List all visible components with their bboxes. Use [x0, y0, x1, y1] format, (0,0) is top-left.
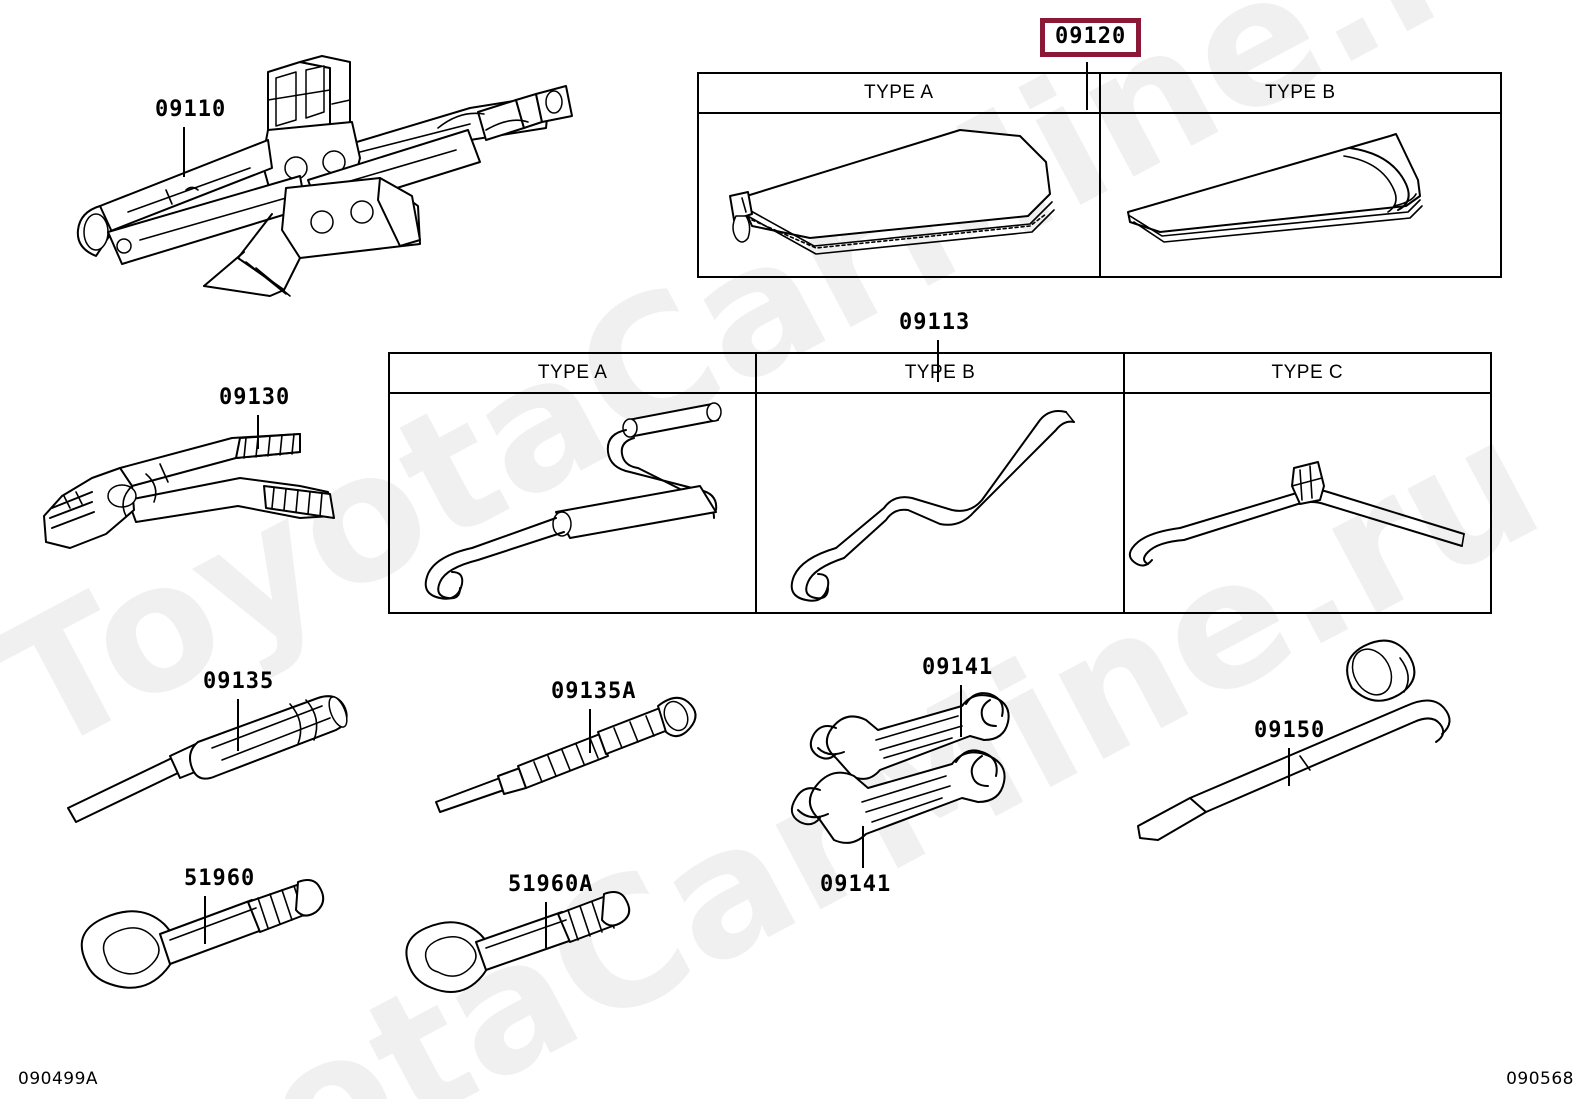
- leader-09120: [1086, 62, 1088, 110]
- table-header-row: TYPE A TYPE B: [699, 74, 1500, 114]
- leader-09135: [237, 699, 239, 751]
- screwdriver-illustration: [67, 695, 348, 823]
- tow-hook-a-illustration: [405, 891, 631, 993]
- callout-09130[interactable]: 09130: [219, 385, 291, 410]
- callout-51960a[interactable]: 51960A: [508, 872, 594, 897]
- jack-handle-type-c-illustration: [1128, 461, 1465, 567]
- table-cell-type-a: [699, 112, 1101, 276]
- callout-09135[interactable]: 09135: [203, 669, 275, 694]
- callout-09150[interactable]: 09150: [1254, 718, 1326, 743]
- jack-handle-type-a-illustration: [424, 402, 722, 600]
- wrenches-illustration: [790, 692, 1010, 844]
- footer-right-code: 090568: [1506, 1069, 1574, 1089]
- leader-09141-upper: [960, 685, 962, 737]
- leader-09130: [257, 415, 259, 449]
- leader-09110: [183, 127, 185, 177]
- table-header-type-a: TYPE A: [390, 354, 758, 392]
- callout-09141-upper[interactable]: 09141: [922, 655, 994, 680]
- tool-bag-table: TYPE A TYPE B: [697, 72, 1502, 278]
- table-cell-type-b: [757, 392, 1125, 612]
- footer-left-code: 090499A: [18, 1069, 99, 1089]
- leader-09150: [1288, 748, 1290, 786]
- callout-51960[interactable]: 51960: [184, 866, 256, 891]
- table-body-row: [390, 392, 1490, 612]
- table-cell-type-a: [390, 392, 758, 612]
- tool-bag-type-b-illustration: [1127, 133, 1423, 243]
- jack-illustration: [76, 55, 573, 297]
- callout-09141-lower[interactable]: 09141: [820, 872, 892, 897]
- leader-09141-lower: [862, 826, 864, 868]
- callout-09110[interactable]: 09110: [155, 97, 227, 122]
- table-header-type-c: TYPE C: [1271, 362, 1344, 383]
- leader-51960a: [545, 902, 547, 948]
- tool-bag-type-a-illustration: [729, 129, 1055, 255]
- leader-09113: [937, 340, 939, 382]
- table-header-type-a: TYPE A: [699, 74, 1101, 112]
- table-header-type-b: TYPE B: [757, 354, 1125, 392]
- screwdriver-small-illustration: [435, 696, 697, 813]
- table-cell-type-b: [1101, 112, 1501, 276]
- table-header-type-b: TYPE B: [1264, 82, 1336, 103]
- jack-handle-type-b-illustration: [790, 410, 1075, 602]
- hub-nut-wrench-illustration: [1137, 639, 1451, 841]
- table-cell-type-c: [1125, 392, 1490, 612]
- table-body-row: [699, 112, 1500, 276]
- tow-hook-illustration: [80, 879, 325, 989]
- jack-handle-table: TYPE A TYPE B TYPE C: [388, 352, 1492, 614]
- callout-09135a[interactable]: 09135A: [551, 679, 637, 704]
- leader-09135a: [589, 709, 591, 753]
- leader-51960: [204, 896, 206, 944]
- callout-09113[interactable]: 09113: [899, 310, 971, 335]
- pliers-illustration: [43, 433, 335, 549]
- table-header-row: TYPE A TYPE B TYPE C: [390, 354, 1490, 394]
- callout-09120[interactable]: 09120: [1040, 18, 1142, 58]
